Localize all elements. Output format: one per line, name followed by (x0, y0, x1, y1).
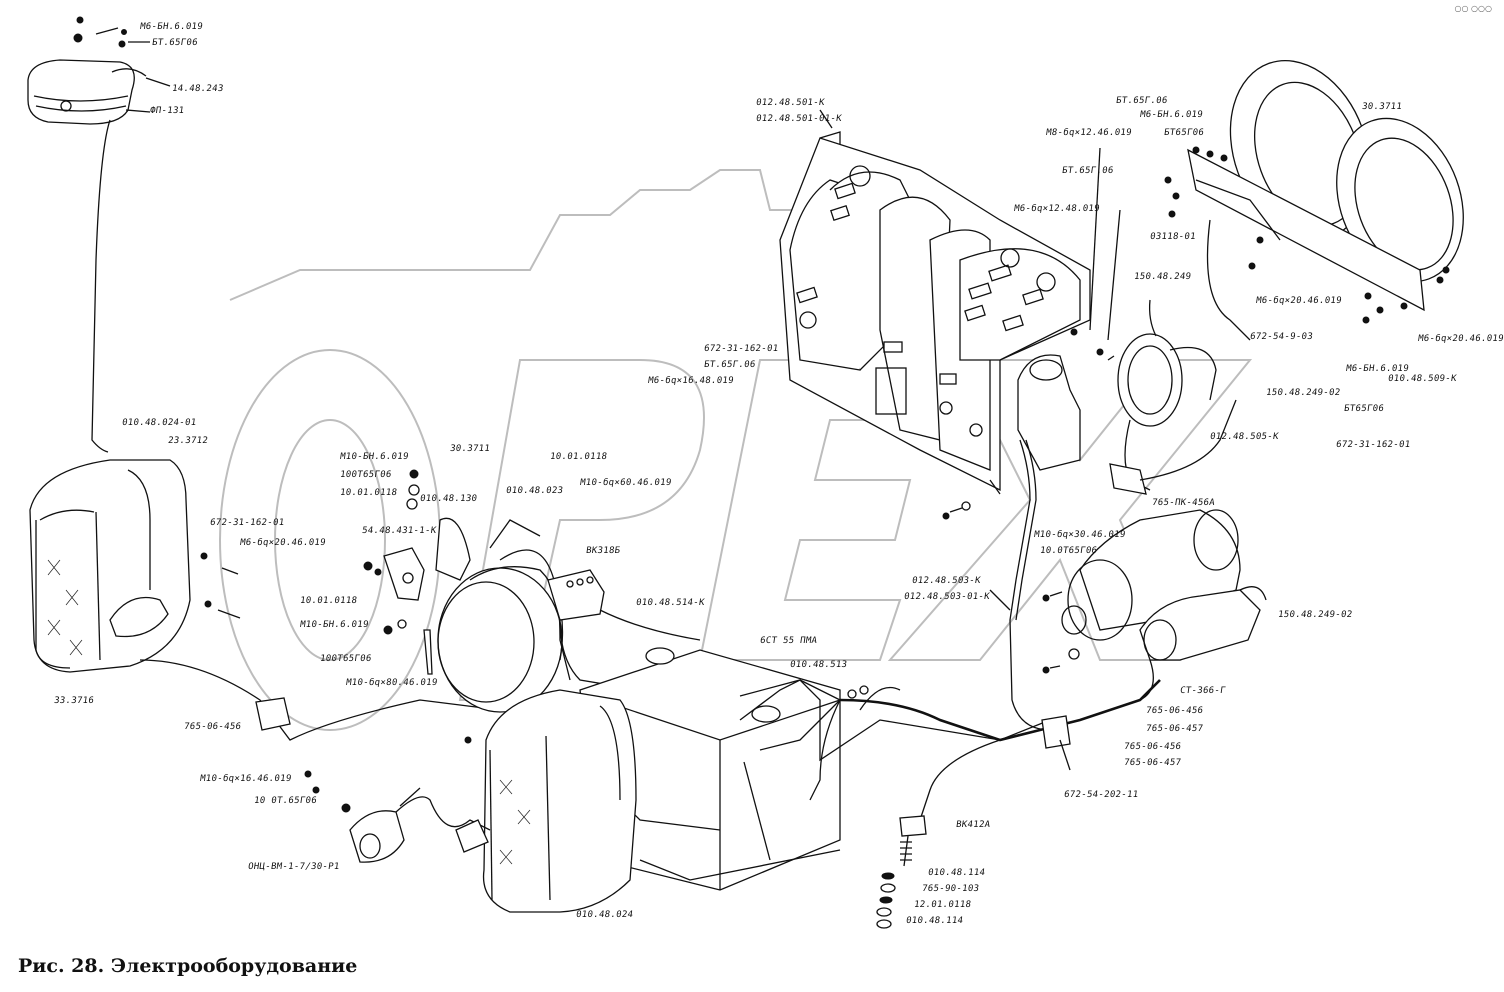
label-10-01-0118-a: 10.01.0118 (339, 488, 398, 498)
label-m10bn6-a: М10-БН.6.019 (339, 452, 410, 462)
battery (579, 647, 1051, 891)
label-bt65g06-right: БТ.65Г.06 (1115, 96, 1169, 106)
label-672-31-162-01-right: 672-31-162-01 (1335, 440, 1412, 450)
label-150-48-249-02-b: 150.48.249-02 (1277, 610, 1354, 620)
label-bt65g06-mid: БТ.65Г.06 (703, 360, 757, 370)
label-6st55: 6СТ 55 ПМА (759, 636, 818, 646)
label-vk318b: ВК318Б (585, 546, 622, 556)
label-010-48-114-a: 010.48.114 (927, 868, 986, 878)
label-010-48-130: 010.48.130 (419, 494, 478, 504)
starter-motor (1042, 509, 1267, 701)
right-tail-light (482, 689, 637, 913)
label-150-48-249-02-a: 150.48.249-02 (1265, 388, 1342, 398)
label-30-3711-center: 30.3711 (449, 444, 491, 454)
label-765-06-456-b: 765-06-456 (1123, 742, 1182, 752)
label-012-48-501-01: 012.48.501-01-К (755, 114, 843, 124)
label-m10-30-46: М10-бq×30.46.019 (1033, 530, 1127, 540)
relay-unit (942, 354, 1081, 731)
label-765-06-457-b: 765-06-457 (1123, 758, 1182, 768)
label-10-0t65g06: 10 0Т.65Г06 (253, 796, 318, 806)
label-m8-12-46: М8-бq×12.46.019 (1045, 128, 1133, 138)
label-010-48-114-b: 010.48.114 (905, 916, 964, 926)
label-m6-20-46-right: М6-бq×20.46.019 (1255, 296, 1343, 306)
label-m6bn6-right: М6-БН.6.019 (1139, 110, 1204, 120)
label-m10-80-46: М10-бq×80.46.019 (345, 678, 439, 688)
label-bt65g06-top: БТ.65Г06 (151, 38, 199, 48)
label-010-48-024-01: 010.48.024-01 (121, 418, 198, 428)
label-010-48-514: 010.48.514-К (635, 598, 706, 608)
label-765-06-456-left: 765-06-456 (183, 722, 242, 732)
trailer-socket (304, 736, 491, 863)
label-23-3712: 23.3712 (167, 436, 209, 446)
label-010-48-509: 010.48.509-К (1387, 374, 1458, 384)
label-m6-20-46: М6-бq×20.46.019 (239, 538, 327, 548)
label-012-48-503-01: 012.48.503-01-К (903, 592, 991, 602)
label-m10-60-46: М10-бq×60.46.019 (579, 478, 673, 488)
label-54-48-431: 54.48.431-1-К (361, 526, 438, 536)
label-10-01-0118-b: 10.01.0118 (549, 452, 608, 462)
left-tail-light (29, 459, 501, 741)
label-672-54-202: 672-54-202-11 (1063, 790, 1140, 800)
label-012-48-501: 012.48.501-К (755, 98, 826, 108)
headlights (1164, 59, 1464, 341)
label-010-48-513: 010.48.513 (789, 660, 848, 670)
label-03118-01: 03118-01 (1149, 232, 1197, 242)
label-onc: ОНЦ-ВМ-1-7/30-Р1 (247, 862, 341, 872)
label-m6bn6: М6-БН.6.019 (139, 22, 204, 32)
label-765-pk-456a: 765-ПК-456А (1151, 498, 1216, 508)
bracket-hardware (200, 469, 471, 675)
label-m6-20-46-r2: М6-бq×20.46.019 (1417, 334, 1504, 344)
sensor-vk412a (876, 815, 927, 929)
label-12-01-0118: 12.01.0118 (913, 900, 972, 910)
label-33-3716: 33.3716 (53, 696, 95, 706)
label-765-90-103: 765-90-103 (921, 884, 980, 894)
label-10-01-0118-c: 10.01.0118 (299, 596, 358, 606)
label-bt65g06-r4: БТ65Г06 (1343, 404, 1385, 414)
fog-light (437, 519, 571, 713)
watermark-logo (219, 169, 1253, 731)
label-m10-16-46: М10-бq×16.46.019 (199, 774, 293, 784)
label-st366: СТ-366-Г (1179, 686, 1227, 696)
label-100t65g06-b: 100Т65Г06 (319, 654, 373, 664)
plate-lamp (27, 16, 147, 453)
horn (1070, 299, 1237, 495)
corner-mark: ○○ ○○○ (1454, 4, 1492, 13)
label-30-3711-right: 30.3711 (1361, 102, 1403, 112)
label-012-48-503: 012.48.503-К (911, 576, 982, 586)
label-010-48-023: 010.48.023 (505, 486, 564, 496)
label-vk412a: ВК412А (955, 820, 992, 830)
instrument-panel (779, 131, 1091, 495)
label-fp131: ФП-131 (149, 106, 186, 116)
label-672-54-9-03: 672-54-9-03 (1249, 332, 1314, 342)
label-m6-16-48: М6-бq×16.48.019 (647, 376, 735, 386)
label-m10bn6-b: М10-БН.6.019 (299, 620, 370, 630)
label-672-31-162-01-left: 672-31-162-01 (209, 518, 286, 528)
label-14-48-243: 14.48.243 (171, 84, 225, 94)
label-m6-12-48: М6-бq×12.48.019 (1013, 204, 1101, 214)
figure-caption: Рис. 28. Электрооборудование (18, 955, 358, 977)
label-012-48-505: 012.48.505-К (1209, 432, 1280, 442)
leader-lines (95, 27, 1121, 611)
label-bt65g06-r2: БТ.65Г.06 (1061, 166, 1115, 176)
label-765-06-456-a: 765-06-456 (1145, 706, 1204, 716)
wiring-harness (759, 679, 1161, 821)
label-010-48-024: 010.48.024 (575, 910, 634, 920)
label-672-31-162-01-mid: 672-31-162-01 (703, 344, 780, 354)
label-100t65g06-a: 100Т65Г06 (339, 470, 393, 480)
label-150-48-249: 150.48.249 (1133, 272, 1192, 282)
label-10-0t65g06-r: 10.0Т65Г06 (1039, 546, 1098, 556)
label-bt65g06-r3: БТ65Г06 (1163, 128, 1205, 138)
label-765-06-457-a: 765-06-457 (1145, 724, 1204, 734)
label-m6bn6-r3: М6-БН.6.019 (1345, 364, 1410, 374)
